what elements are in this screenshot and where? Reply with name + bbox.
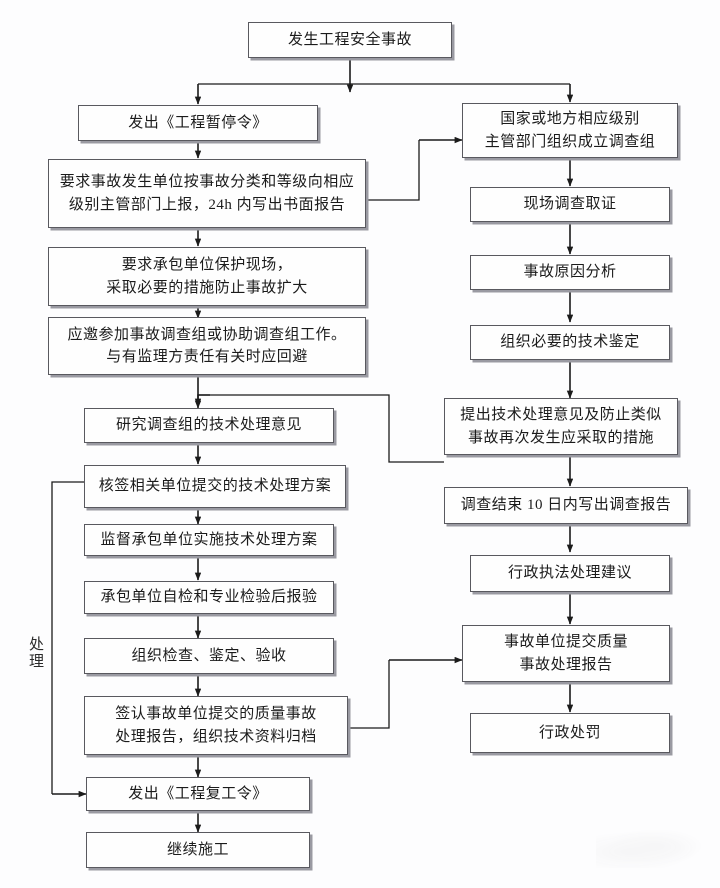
- node-r8-submit-quality-report[interactable]: 事故单位提交质量 事故处理报告: [462, 625, 670, 682]
- node-text: 发生工程安全事故: [287, 31, 412, 48]
- side-label-handling: 处理: [27, 636, 43, 670]
- node-text-line1: 国家或地方相应级别: [500, 111, 640, 127]
- node-text: 现场调查取证: [523, 196, 617, 213]
- node-text-line2: 处理报告，组织技术资料归档: [115, 728, 317, 745]
- node-text-line1: 签认事故单位提交的质量事故: [115, 706, 317, 722]
- edge-r5-l5-arrow: [194, 394, 210, 407]
- node-text-line2: 采取必要的措施防止事故扩大: [106, 279, 308, 296]
- node-l3-protect-site[interactable]: 要求承包单位保护现场， 采取必要的措施防止事故扩大: [48, 247, 366, 306]
- node-start[interactable]: 发生工程安全事故: [248, 22, 452, 58]
- edge-l2-r1-path: [366, 140, 420, 201]
- node-text: 发出《工程复工令》: [128, 785, 268, 802]
- node-text: 继续施工: [166, 841, 229, 858]
- node-r9-administrative-penalty[interactable]: 行政处罚: [470, 713, 670, 753]
- node-text: 事故原因分析: [523, 264, 617, 281]
- node-r3-cause-analysis[interactable]: 事故原因分析: [470, 255, 670, 290]
- node-text-line1: 要求承包单位保护现场，: [121, 257, 293, 273]
- node-text: 核签相关单位提交的技术处理方案: [98, 478, 332, 495]
- node-r2-site-evidence-collection[interactable]: 现场调查取证: [470, 187, 670, 222]
- edge-l10-r8-path: [348, 660, 390, 729]
- node-text: 行政执法处理建议: [507, 565, 632, 582]
- node-text: 组织检查、鉴定、验收: [131, 647, 287, 664]
- node-l6-countersign-technical-plan[interactable]: 核签相关单位提交的技术处理方案: [84, 465, 346, 508]
- node-text: 监督承包单位实施技术处理方案: [100, 531, 318, 548]
- node-l12-continue-construction[interactable]: 继续施工: [86, 832, 310, 868]
- node-text-line1: 要求事故发生单位按事故分类和等级向相应: [59, 174, 355, 190]
- node-text-line2: 与有监理方责任有关时应回避: [106, 349, 308, 365]
- node-text-line2: 事故处理报告: [519, 656, 613, 673]
- node-text: 发出《工程暂停令》: [128, 114, 268, 131]
- node-l4-join-investigation-team[interactable]: 应邀参加事故调查组或协助调查组工作。 与有监理方责任有关时应回避: [48, 317, 366, 375]
- node-text: 承包单位自检和专业检验后报验: [100, 589, 318, 606]
- node-l10-sign-quality-report[interactable]: 签认事故单位提交的质量事故 处理报告，组织技术资料归档: [84, 696, 348, 755]
- node-r4-technical-appraisal[interactable]: 组织必要的技术鉴定: [470, 325, 670, 360]
- node-l11-issue-resumption-order[interactable]: 发出《工程复工令》: [86, 777, 310, 811]
- node-text-line1: 应邀参加事故调查组或协助调查组工作。: [67, 326, 347, 343]
- node-l1-issue-suspension-order[interactable]: 发出《工程暂停令》: [78, 105, 318, 141]
- node-l8-self-inspection[interactable]: 承包单位自检和专业检验后报验: [84, 581, 334, 614]
- watermark: [596, 828, 706, 868]
- node-r7-enforcement-suggestion[interactable]: 行政执法处理建议: [470, 555, 670, 592]
- node-l5-study-technical-opinion[interactable]: 研究调查组的技术处理意见: [84, 408, 334, 443]
- node-text-line1: 提出技术处理意见及防止类似: [460, 407, 662, 423]
- node-text-line2: 事故再次发生应采取的措施: [467, 429, 654, 446]
- node-text: 调查结束 10 日内写出调查报告: [460, 497, 672, 514]
- node-l9-organize-acceptance[interactable]: 组织检查、鉴定、验收: [84, 638, 334, 674]
- node-text: 研究调查组的技术处理意见: [115, 417, 302, 434]
- edge-l6-l11-path: [51, 481, 84, 794]
- node-r5-preventive-measures[interactable]: 提出技术处理意见及防止类似 事故再次发生应采取的措施: [444, 398, 678, 455]
- node-text: 行政处罚: [538, 724, 601, 741]
- node-l2-report-to-authority[interactable]: 要求事故发生单位按事故分类和等级向相应 级别主管部门上报，24h 内写出书面报告: [48, 159, 366, 228]
- node-text: 组织必要的技术鉴定: [500, 334, 640, 351]
- node-text-line2: 主管部门组织成立调查组: [484, 133, 656, 150]
- node-text-line1: 事故单位提交质量: [503, 634, 628, 650]
- node-l7-supervise-implementation[interactable]: 监督承包单位实施技术处理方案: [84, 524, 334, 556]
- node-r6-investigation-report[interactable]: 调查结束 10 日内写出调查报告: [444, 487, 688, 524]
- node-r1-establish-investigation-team[interactable]: 国家或地方相应级别 主管部门组织成立调查组: [462, 103, 678, 158]
- node-text-line2: 级别主管部门上报，24h 内写出书面报告: [68, 196, 346, 213]
